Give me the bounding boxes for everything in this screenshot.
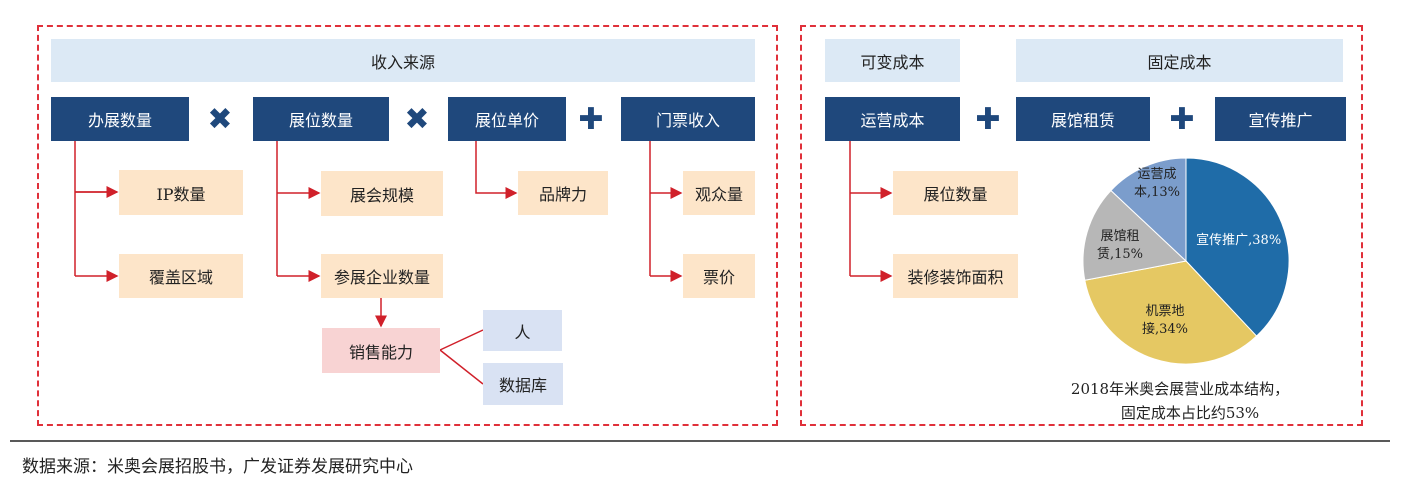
box-brand: 品牌力: [518, 171, 608, 215]
variable-cost-header: 可变成本: [825, 39, 960, 82]
box-audience: 观众量: [683, 171, 755, 215]
source-note: 数据来源：米奥会展招股书，广发证券发展研究中心: [22, 457, 413, 477]
fixed-cost-header: 固定成本: [1016, 39, 1343, 82]
plus-icon: ✚: [975, 101, 1001, 137]
box-database: 数据库: [483, 363, 563, 405]
pie-label-operating: 运营成本,13%: [1133, 167, 1181, 200]
box-promotion: 宣传推广: [1215, 97, 1346, 141]
box-exhibition-count: 办展数量: [51, 97, 189, 141]
pie-slice-2: [1082, 189, 1188, 281]
pie-label-flights-ground: 机票地接,34%: [1141, 304, 1189, 337]
box-ticket-price: 票价: [683, 254, 755, 298]
box-ticket-revenue: 门票收入: [621, 97, 755, 141]
multiply-icon: ✖: [404, 101, 430, 137]
box-exhibitors: 参展企业数量: [321, 254, 443, 298]
revenue-panel: [37, 25, 778, 426]
pie-label-promotion: 宣传推广,38%: [1196, 232, 1281, 248]
box-booth-count-cost: 展位数量: [893, 171, 1018, 215]
chart-subtitle: 固定成本占比约53%: [1120, 404, 1260, 422]
plus-icon: ✚: [578, 101, 604, 137]
pie-slice-3: [1110, 157, 1187, 263]
box-people: 人: [483, 310, 562, 351]
plus-icon: ✚: [1169, 101, 1195, 137]
pie-chart: 宣传推广,38%: [1082, 157, 1290, 365]
multiply-icon: ✖: [207, 101, 233, 137]
box-sales: 销售能力: [322, 328, 440, 373]
pie-label-venue-rent: 展馆租赁,15%: [1096, 229, 1144, 262]
revenue-header: 收入来源: [51, 39, 755, 82]
box-scale: 展会规模: [321, 171, 443, 216]
box-booth-price: 展位单价: [448, 97, 566, 141]
pie-slice-0: [1185, 157, 1290, 337]
box-operating-cost: 运营成本: [825, 97, 960, 141]
box-coverage: 覆盖区域: [119, 254, 243, 298]
box-booth-count: 展位数量: [253, 97, 389, 141]
cost-panel: [800, 25, 1363, 426]
chart-title: 2018年米奥会展营业成本结构，: [1070, 380, 1290, 398]
box-decoration-area: 装修装饰面积: [893, 254, 1018, 298]
pie-slice-1: [1084, 260, 1258, 365]
box-ip-count: IP数量: [119, 170, 243, 215]
box-venue-rent: 展馆租赁: [1016, 97, 1150, 141]
